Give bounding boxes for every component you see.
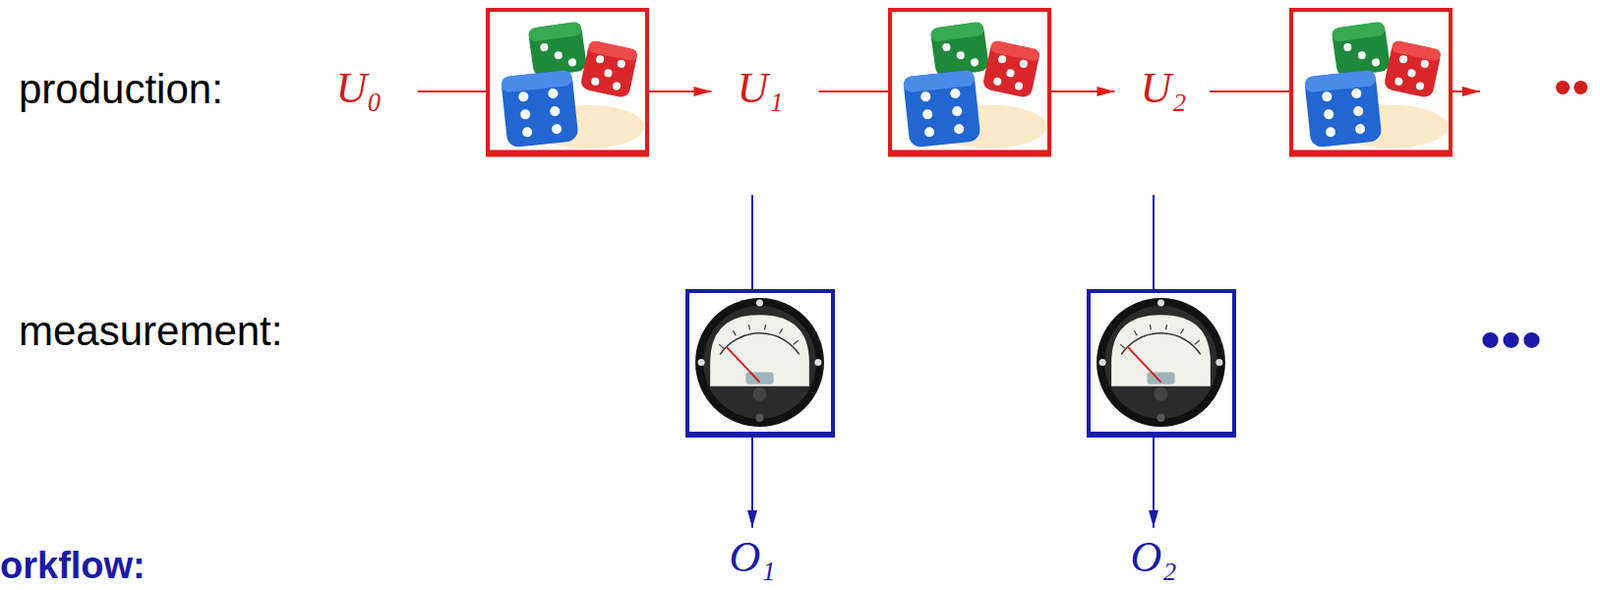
row-label: measurement: <box>18 310 283 353</box>
dice-box <box>888 9 1052 154</box>
variable-label: O₂ <box>1129 533 1177 582</box>
dice-box <box>1289 9 1453 154</box>
variable-node: O₁ <box>722 533 781 588</box>
continuation-dots: •• <box>1553 60 1590 113</box>
variable-label: U₁ <box>736 64 783 113</box>
variable-label: U₂ <box>1139 64 1186 113</box>
variable-node: O₂ <box>1124 533 1183 588</box>
variable-node: U₁ <box>730 64 789 119</box>
meter-box <box>1086 291 1237 435</box>
variable-node: U₀ <box>329 64 388 119</box>
row-label: production: <box>18 68 224 111</box>
variable-label: O₁ <box>728 533 775 582</box>
variable-node: U₂ <box>1133 64 1192 119</box>
section-heading: orkflow: <box>0 546 146 585</box>
meter-box <box>685 291 835 435</box>
variable-label: U₀ <box>335 64 382 113</box>
dice-box <box>485 9 650 154</box>
continuation-dots: ••• <box>1480 310 1542 370</box>
